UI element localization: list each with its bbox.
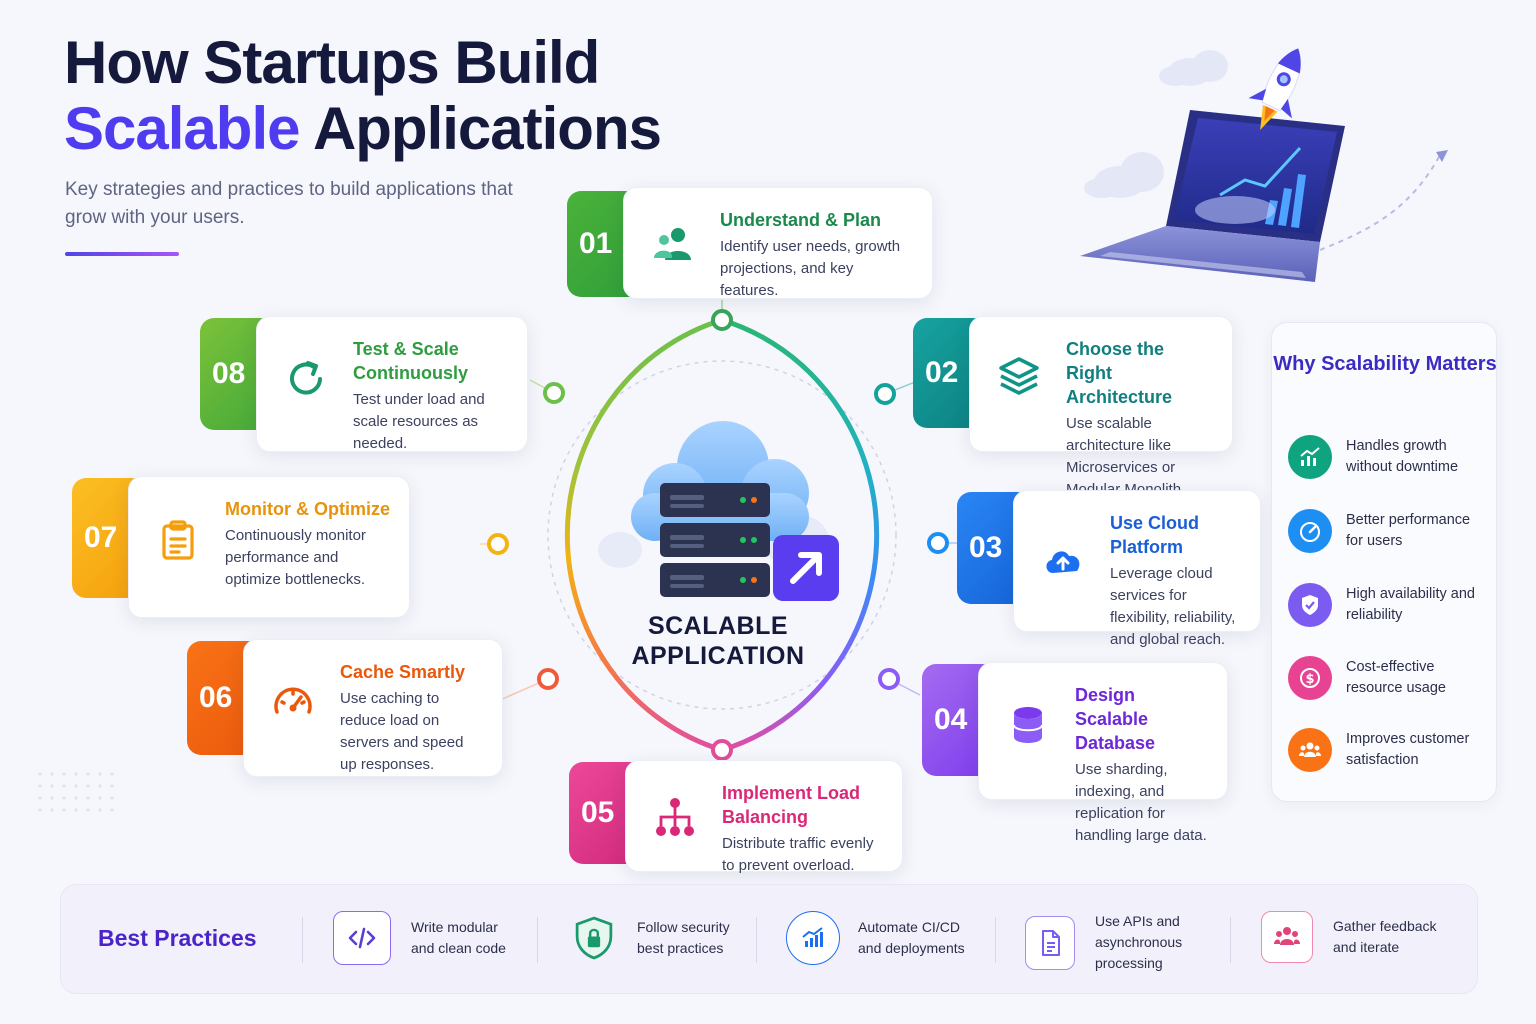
decorative-dots: [38, 772, 114, 812]
title-accent: Scalable: [64, 95, 300, 162]
step-02: 02 Choose the Right Architecture Use sca…: [913, 316, 1233, 498]
divider: [302, 917, 303, 963]
step-05: 05 Implement Load Balancing Distribute t…: [569, 760, 903, 874]
step-card: Test & Scale Continuously Test under loa…: [256, 316, 528, 452]
why-title: Why Scalability Matters: [1273, 353, 1497, 375]
code-icon: [333, 911, 391, 965]
step-card: Implement Load Balancing Distribute traf…: [625, 760, 903, 874]
growth-chart-icon: [1288, 435, 1332, 479]
speedometer-icon: [1288, 509, 1332, 553]
best-practice-item: Write modular and clean code: [333, 911, 521, 965]
why-item: Improves customer satisfaction: [1288, 728, 1488, 772]
step-04: 04 Design Scalable Database Use sharding…: [922, 662, 1228, 844]
step-card: Cache Smartly Use caching to reduce load…: [243, 639, 503, 777]
center-label-line-1: SCALABLE: [647, 612, 789, 640]
security-shield-icon: [567, 911, 621, 965]
step-description: Leverage cloud services for flexibility,…: [1110, 565, 1236, 648]
step-title: Cache Smartly: [340, 662, 466, 682]
step-description: Distribute traffic evenly to prevent ove…: [722, 835, 874, 874]
network-icon: [646, 781, 704, 839]
gauge-icon: [264, 660, 322, 724]
best-practice-item: Use APIs and asynchronous processing: [1025, 911, 1195, 974]
step-06: 06 Cache Smartly Use caching to reduce l…: [187, 639, 503, 777]
why-item: Handles growth without downtime: [1288, 435, 1488, 479]
step-title: Implement Load Balancing: [722, 783, 861, 827]
page-title: How Startups Build Scalable Applications: [64, 29, 662, 162]
step-description: Continuously monitor performance and opt…: [225, 527, 366, 588]
step-title: Understand & Plan: [720, 210, 882, 230]
feedback-users-icon: [1261, 911, 1313, 963]
best-practice-text: Follow security best practices: [637, 919, 730, 956]
why-item-text: Improves customer satisfaction: [1346, 731, 1470, 768]
clipboard-icon: [149, 497, 207, 563]
step-title: Test & Scale Continuously: [353, 339, 468, 383]
step-description: Identify user needs, growth projections,…: [720, 238, 901, 299]
why-item: Better performance for users: [1288, 509, 1488, 553]
step-title: Monitor & Optimize: [225, 499, 390, 519]
users-icon: [644, 208, 702, 266]
why-scalability-panel: Why Scalability Matters Handles growth w…: [1271, 322, 1497, 802]
title-rest: Applications: [299, 95, 662, 162]
shield-icon: [1288, 583, 1332, 627]
step-card: Design Scalable Database Use sharding, i…: [978, 662, 1228, 844]
why-item-text: Cost-effective resource usage: [1346, 659, 1446, 696]
best-practice-text: Automate CI/CD and deployments: [858, 919, 965, 956]
best-practice-item: Gather feedback and iterate: [1261, 911, 1443, 963]
center-label: SCALABLE APPLICATION: [598, 611, 838, 671]
step-description: Test under load and scale resources as n…: [353, 391, 485, 452]
database-icon: [999, 683, 1057, 747]
laptop-rocket-illustration: [1080, 47, 1448, 282]
best-practice-item: Follow security best practices: [567, 911, 737, 965]
step-card: Monitor & Optimize Continuously monitor …: [128, 476, 410, 618]
process-ring: [480, 300, 960, 762]
cloud-server-icon: [598, 421, 839, 601]
divider: [756, 917, 757, 963]
svg-text:$: $: [1305, 672, 1314, 687]
dollar-icon: $: [1288, 656, 1332, 700]
best-practice-item: Automate CI/CD and deployments: [786, 911, 976, 965]
why-item-text: Handles growth without downtime: [1346, 438, 1459, 475]
best-practices-title: Best Practices: [98, 925, 257, 951]
divider: [537, 917, 538, 963]
best-practices-bar: Best Practices Write modular and clean c…: [60, 884, 1478, 994]
step-08: 08 Test & Scale Continuously Test under …: [200, 316, 528, 452]
divider: [1230, 917, 1231, 963]
best-practice-text: Write modular and clean code: [411, 919, 506, 956]
title-line-1: How Startups Build: [64, 29, 600, 96]
cloud-upload-icon: [1034, 511, 1092, 581]
step-title: Use Cloud Platform: [1110, 513, 1200, 557]
best-practice-text: Gather feedback and iterate: [1333, 918, 1437, 955]
step-description: Use scalable architecture like Microserv…: [1066, 415, 1185, 498]
why-item: High availability and reliability: [1288, 583, 1488, 627]
layers-icon: [990, 337, 1048, 399]
step-title: Choose the Right Architecture: [1066, 339, 1173, 407]
center-label-line-2: APPLICATION: [631, 642, 805, 670]
step-card: Use Cloud Platform Leverage cloud servic…: [1013, 490, 1261, 648]
step-card: Choose the Right Architecture Use scalab…: [969, 316, 1233, 498]
customers-icon: [1288, 728, 1332, 772]
step-description: Use sharding, indexing, and replication …: [1075, 761, 1207, 844]
page-subtitle: Key strategies and practices to build ap…: [65, 179, 513, 228]
document-icon: [1025, 915, 1075, 970]
why-item-text: Better performance for users: [1346, 512, 1471, 549]
divider: [995, 917, 996, 963]
best-practice-text: Use APIs and asynchronous processing: [1095, 913, 1183, 971]
why-item: $ Cost-effective resource usage: [1288, 656, 1488, 700]
title-underline: [65, 252, 179, 256]
step-07: 07 Monitor & Optimize Continuously monit…: [72, 476, 410, 618]
step-title: Design Scalable Database: [1075, 685, 1156, 753]
pipeline-chart-icon: [786, 911, 840, 965]
step-card: Understand & Plan Identify user needs, g…: [623, 187, 933, 299]
refresh-icon: [277, 337, 335, 401]
title-line-2: Scalable Applications: [64, 95, 662, 162]
step-03: 03 Use Cloud Platform Leverage cloud ser…: [957, 490, 1261, 648]
why-item-text: High availability and reliability: [1346, 586, 1475, 623]
step-01: 01 Understand & Plan Identify user needs…: [567, 187, 933, 299]
step-description: Use caching to reduce load on servers an…: [340, 690, 464, 773]
